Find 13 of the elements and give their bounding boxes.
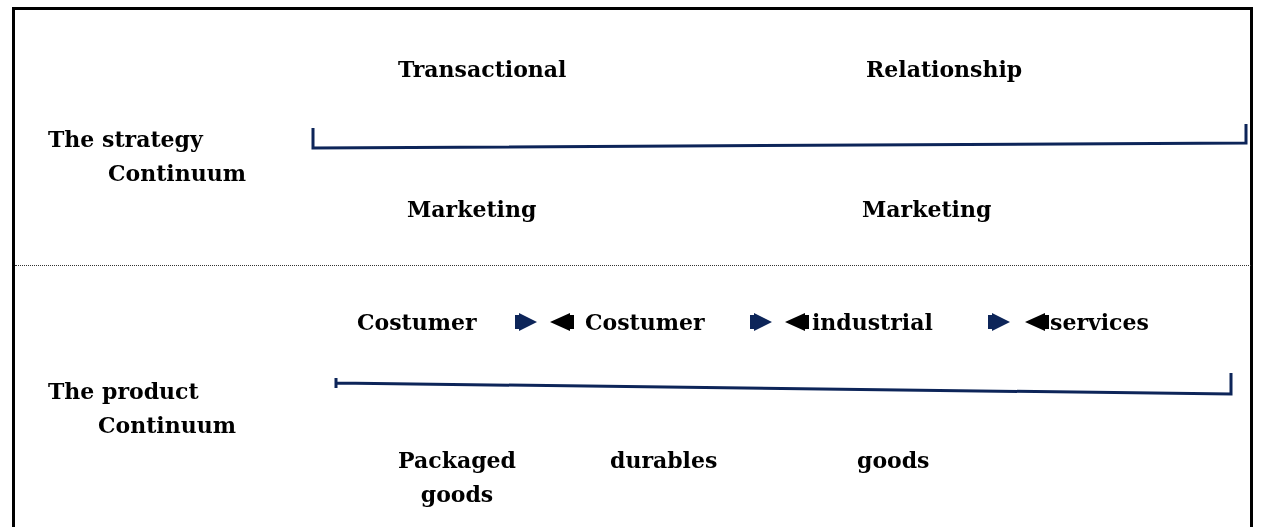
- label-text: Marketing: [862, 195, 992, 224]
- label-text: The product Continuum: [48, 377, 237, 440]
- label-text: Marketing: [407, 195, 537, 224]
- label-text: durables: [610, 446, 718, 475]
- label-text: The strategy Continuum: [48, 125, 247, 188]
- label-text: Transactional: [398, 55, 567, 84]
- label-text: Relationship: [866, 55, 1023, 84]
- label-text: Packaged goods: [397, 446, 517, 509]
- label-text: Costumer: [585, 308, 705, 337]
- label-text: industrial: [812, 308, 933, 337]
- label-text: Costumer: [357, 308, 477, 337]
- label-text: goods: [857, 446, 930, 475]
- label-text: services: [1050, 308, 1149, 337]
